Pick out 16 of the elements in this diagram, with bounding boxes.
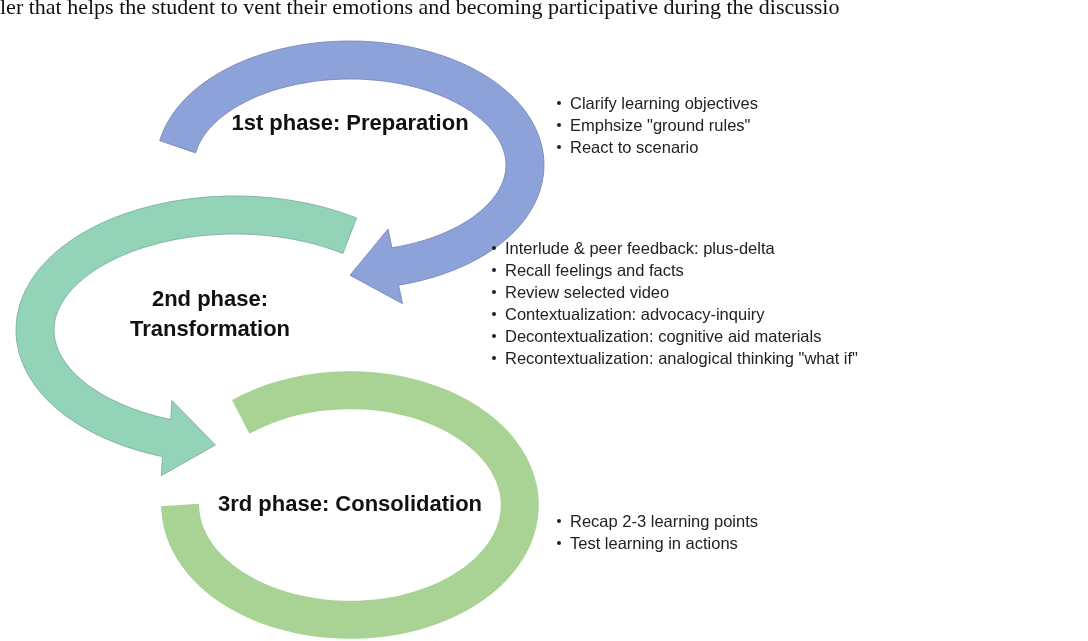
bullet-item: Recall feelings and facts [505,260,684,281]
phase-title: 1st phase: Preparation [230,109,470,137]
bullet-item: React to scenario [570,137,699,158]
bullet-item: Test learning in actions [570,533,738,554]
bullet-item: Review selected video [505,282,670,303]
bullet-item: Recap 2-3 learning points [570,511,759,532]
phase-title: 2nd phase: Transformation [128,285,292,343]
bullet-item: Decontextualization: cognitive aid materials [505,326,822,347]
bullet-item: Recontextualization: analogical thinking "what if" [505,348,858,369]
curved-arrow [159,40,545,305]
bullet-item: Emphsize "ground rules" [570,115,751,136]
bullet-item: Interlude & peer feedback: plus-delta [505,238,775,259]
curved-arrow [15,195,357,477]
phase-title: 3rd phase: Consolidation [217,490,483,518]
bullet-item: Clarify learning objectives [570,93,758,114]
bullet-item: Contextualization: advocacy-inquiry [505,304,765,325]
